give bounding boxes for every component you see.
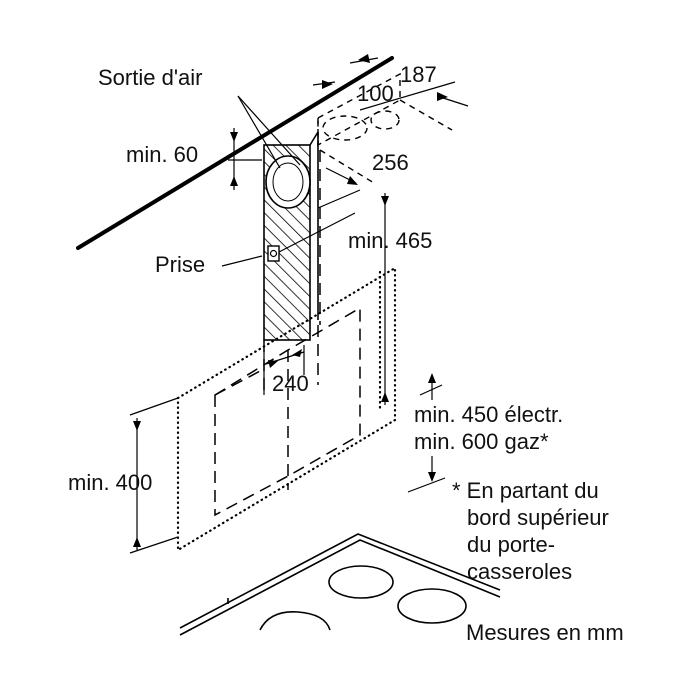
footnote-line-3: du porte- [467, 532, 555, 557]
ceiling-line [76, 56, 394, 250]
units-label: Mesures en mm [466, 620, 624, 645]
hood-body [214, 306, 361, 517]
dimension-min-400: min. 400 [68, 397, 179, 554]
dimension-min-60: min. 60 [126, 128, 262, 190]
dimension-min-400-label: min. 400 [68, 470, 152, 495]
dimension-min-465-label: min. 465 [348, 228, 432, 253]
dimension-240: 240 [263, 345, 309, 396]
air-outlet-label: Sortie d'air [98, 65, 202, 90]
dimension-min-465: min. 465 [317, 189, 432, 405]
dimension-min-450-label: min. 450 électr. [414, 402, 563, 427]
dimension-min-600-label: min. 600 gaz* [414, 429, 549, 454]
footnote-line-4: casseroles [467, 559, 572, 584]
footnote: * En partant du bord supérieur du porte-… [452, 478, 609, 584]
dimension-240-label: 240 [272, 371, 309, 396]
footnote-line-2: bord supérieur [467, 505, 609, 530]
socket-label: Prise [155, 252, 205, 277]
dimension-187-label: 187 [400, 62, 437, 87]
dimension-100-187: 100 187 [312, 54, 469, 111]
dimension-256: 256 [325, 150, 409, 185]
footnote-line-1: * En partant du [452, 478, 599, 503]
hood-outline [176, 266, 397, 552]
air-outlet-opening [265, 155, 311, 209]
dimension-256-label: 256 [372, 150, 409, 175]
dimension-min-60-label: min. 60 [126, 142, 198, 167]
dimension-min-450-600: min. 450 électr. min. 600 gaz* [407, 373, 563, 493]
cooktop [179, 533, 501, 636]
socket-icon [267, 245, 280, 262]
